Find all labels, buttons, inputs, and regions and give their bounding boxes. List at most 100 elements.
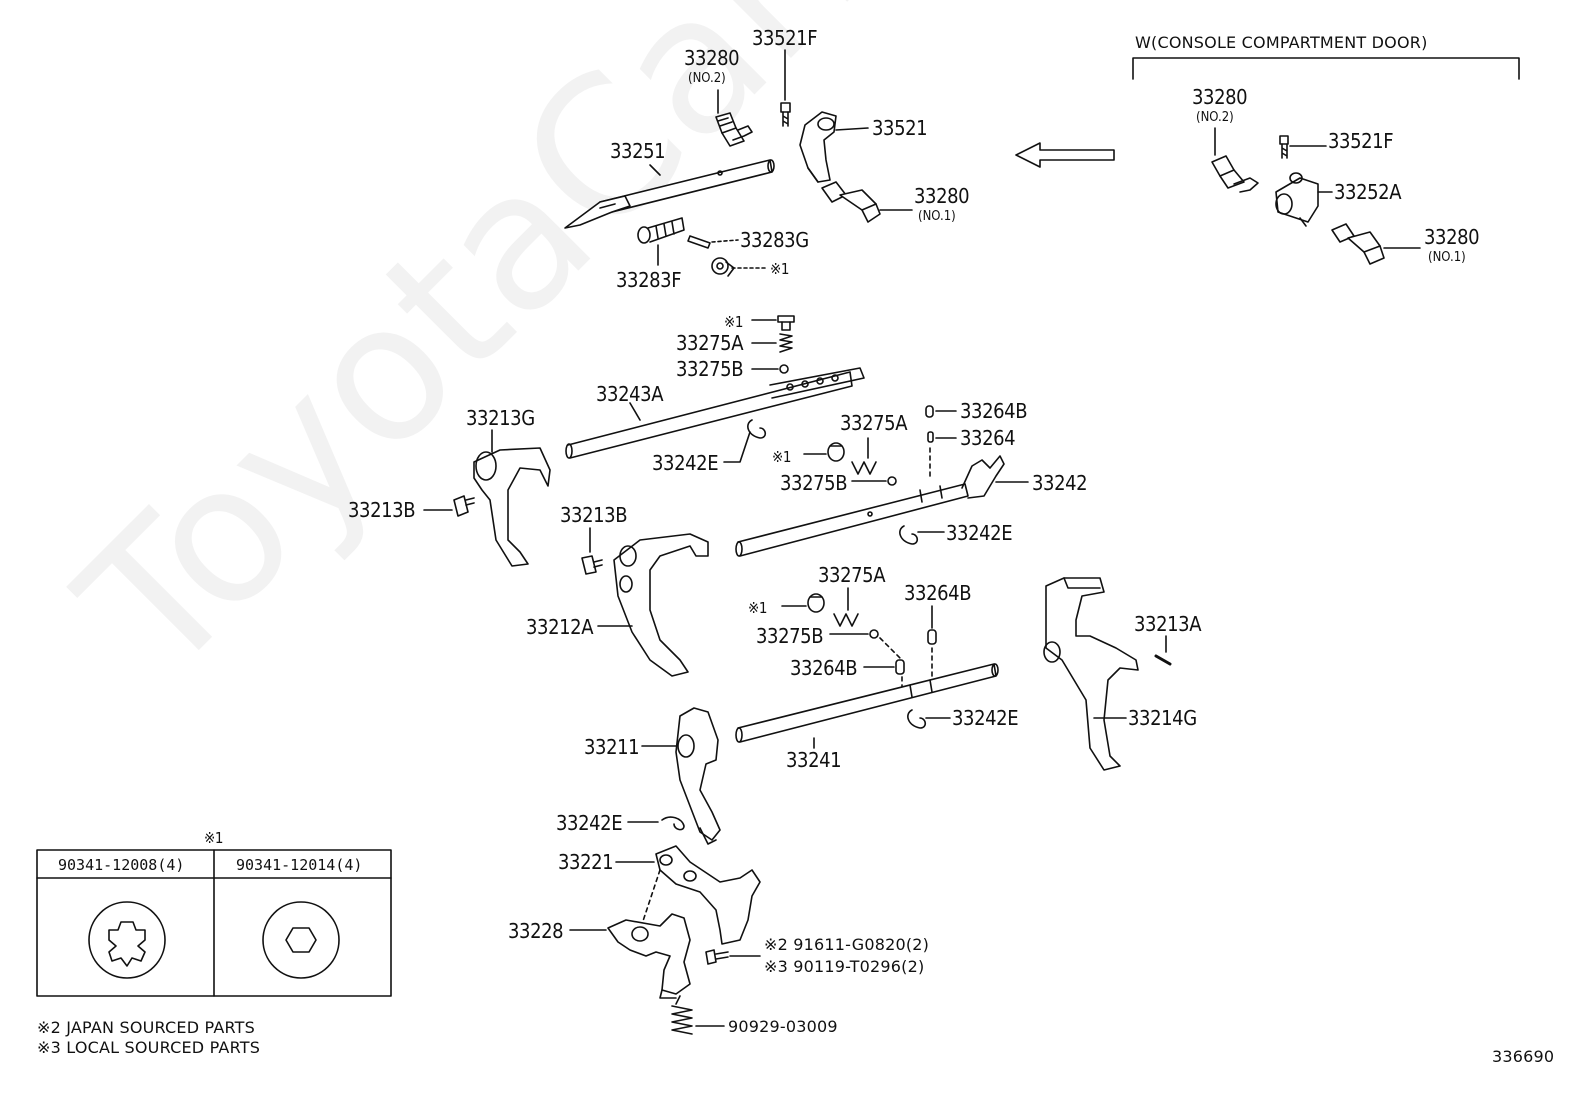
label-33241: 33241 <box>786 748 842 772</box>
label-33264B-lower: 33264B <box>790 656 858 680</box>
label-no1: (NO.1) <box>918 209 956 224</box>
label-33213G: 33213G <box>466 406 535 430</box>
label-33264: 33264 <box>960 426 1016 450</box>
label-33242E-1: 33242E <box>652 451 719 475</box>
label-33283F: 33283F <box>616 268 682 292</box>
lever-33228 <box>607 913 691 999</box>
ball-33275B-upper <box>779 364 789 374</box>
label-33275B-mid: 33275B <box>780 471 848 495</box>
legend-col2: 90341-12014(4) <box>236 856 363 874</box>
direction-arrow <box>1015 142 1115 168</box>
label-33280-no2: 33280 <box>684 46 740 70</box>
lever-33211 <box>675 707 721 845</box>
label-variant-header: W(CONSOLE COMPARTMENT DOOR) <box>1135 33 1428 52</box>
label-90929: 90929-03009 <box>728 1017 838 1036</box>
variant-bracket <box>1132 57 1520 80</box>
spring-33275A-mid <box>851 461 877 475</box>
label-33221: 33221 <box>558 850 614 874</box>
label-33264B-upper: 33264B <box>960 399 1028 423</box>
plunger-33280-no1 <box>821 181 881 223</box>
leader-33283G <box>711 239 739 243</box>
pin-33283G <box>687 235 711 249</box>
plunger-33280-no2 <box>715 112 753 147</box>
label-33275A-mid: 33275A <box>840 411 908 435</box>
label-33213B-lower: 33213B <box>560 503 628 527</box>
pin-33213A <box>1154 654 1172 666</box>
label-mark-1-lower: ※1 <box>748 599 768 617</box>
label-33242E-2: 33242E <box>946 521 1013 545</box>
ball-33275B-lower <box>869 629 879 639</box>
label-33280-no1: 33280 <box>914 184 970 208</box>
footnote-japan: ※2 JAPAN SOURCED PARTS <box>37 1018 256 1037</box>
fork-33213G <box>473 447 551 567</box>
label-no2: (NO.2) <box>688 71 726 86</box>
plunger-r-33280-no2 <box>1211 155 1259 193</box>
fork-33212A <box>613 533 709 677</box>
label-r-33521F: 33521F <box>1328 129 1394 153</box>
legend-table <box>36 849 392 997</box>
label-r-no1: (NO.1) <box>1428 250 1466 265</box>
lever-r-33252A <box>1275 172 1319 227</box>
legend-col1: 90341-12008(4) <box>58 856 185 874</box>
label-33521: 33521 <box>872 116 928 140</box>
bolt-33213B-upper <box>453 495 475 517</box>
label-33275B-upper: 33275B <box>676 357 744 381</box>
footnote-local: ※3 LOCAL SOURCED PARTS <box>37 1038 261 1057</box>
label-33213B-upper: 33213B <box>348 498 416 522</box>
label-33521F-top: 33521F <box>752 26 818 50</box>
shaft-33251 <box>564 159 775 229</box>
pin-33264 <box>927 431 934 443</box>
fork-33221 <box>655 845 761 945</box>
diagram-number: 336690 <box>1492 1047 1555 1066</box>
label-mark-1-upper: ※1 <box>724 313 744 331</box>
fork-33214G <box>1043 577 1139 771</box>
label-r-33280-no2: 33280 <box>1192 85 1248 109</box>
leader-33243A <box>629 402 641 421</box>
label-33214G: 33214G <box>1128 706 1197 730</box>
label-33242E-3: 33242E <box>952 706 1019 730</box>
label-33242E-4: 33242E <box>556 811 623 835</box>
clip-33242E-3 <box>907 709 927 729</box>
spring-33275A-upper <box>779 333 793 353</box>
plug-33243A <box>777 315 795 331</box>
label-33242: 33242 <box>1032 471 1088 495</box>
spring-33275A-lower <box>833 613 859 627</box>
plunger-r-33280-no1 <box>1331 223 1385 265</box>
leader-33251 <box>649 164 661 176</box>
label-33212A: 33212A <box>526 615 594 639</box>
leader-33521 <box>835 127 869 131</box>
pin-33264B-mid <box>927 629 937 645</box>
label-mark-1-mid: ※1 <box>772 448 792 466</box>
label-33275A-lower: 33275A <box>818 563 886 587</box>
label-33275B-lower: 33275B <box>756 624 824 648</box>
clip-33242E-2 <box>899 525 919 545</box>
label-33211: 33211 <box>584 735 640 759</box>
label-33275A-upper: 33275A <box>676 331 744 355</box>
label-33251: 33251 <box>610 139 666 163</box>
dash-33221 <box>639 869 661 931</box>
bolt-33521F <box>780 102 791 127</box>
legend-title: ※1 <box>204 829 224 847</box>
lever-33521 <box>799 111 837 183</box>
dash-33275B-lower <box>879 637 903 691</box>
leader-33242E-1 <box>723 431 751 463</box>
shaft-33242 <box>735 455 1005 557</box>
label-91611: ※2 91611-G0820(2) <box>764 935 930 954</box>
bolt-r-33521F <box>1279 135 1289 159</box>
pin-33264B-upper <box>925 405 934 418</box>
label-r-33252A: 33252A <box>1334 180 1402 204</box>
shaft-33241 <box>735 663 999 743</box>
label-33213A: 33213A <box>1134 612 1202 636</box>
label-33228: 33228 <box>508 919 564 943</box>
bolt-33213B-lower <box>581 555 603 575</box>
plug-top <box>711 257 735 277</box>
label-33264B-mid: 33264B <box>904 581 972 605</box>
ball-33275B-mid <box>887 476 897 486</box>
shaft-33243A <box>565 367 865 459</box>
label-r-33280-no1: 33280 <box>1424 225 1480 249</box>
label-90119: ※3 90119-T0296(2) <box>764 957 925 976</box>
clip-33242E-1 <box>747 419 767 439</box>
plug-lower <box>807 593 825 613</box>
